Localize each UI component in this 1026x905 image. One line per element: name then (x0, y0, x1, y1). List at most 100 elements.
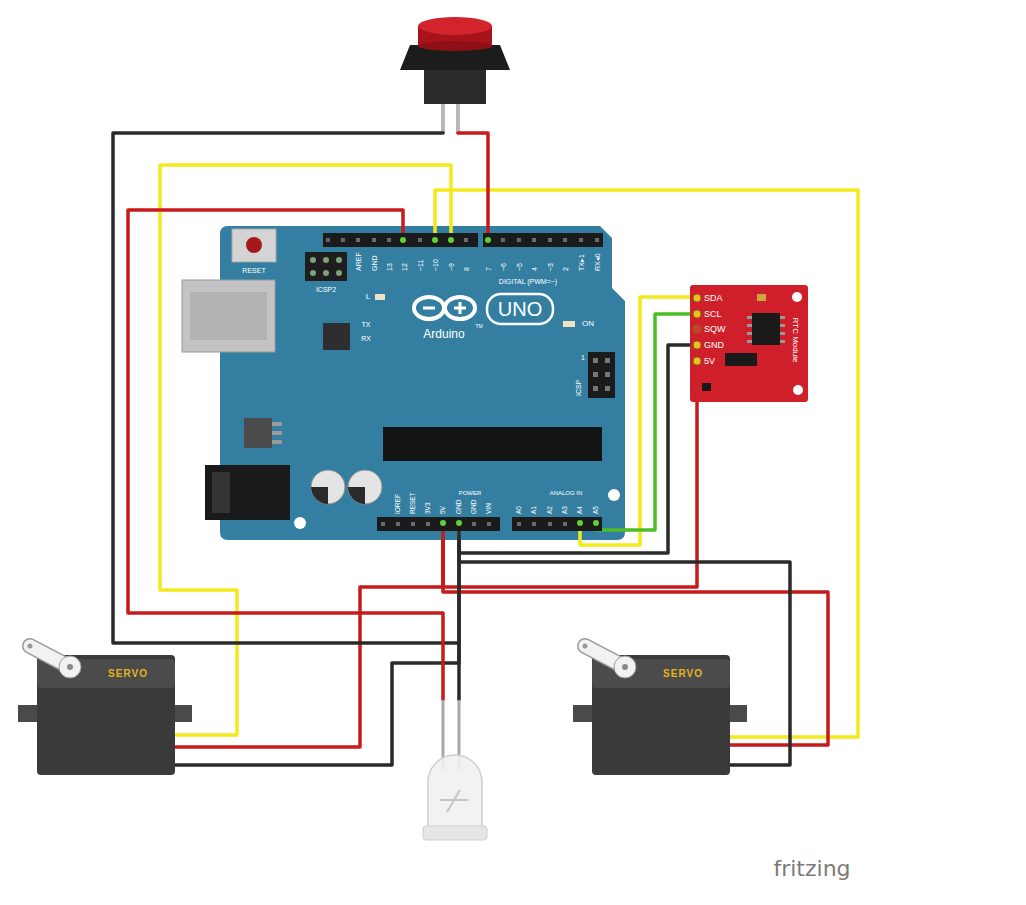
regulator-leg (272, 440, 282, 444)
power-jack-inner (212, 472, 230, 513)
servo-ear (730, 705, 747, 722)
header-pin (517, 522, 521, 526)
servo-ear (573, 705, 592, 722)
pin-label: GND (456, 500, 463, 514)
led-die (440, 790, 468, 812)
servo-hub (614, 656, 636, 678)
header-pin (323, 257, 329, 263)
led-label: TX (362, 321, 371, 328)
header-pin (532, 238, 536, 242)
pin-header (483, 233, 603, 247)
chip-leg (747, 332, 752, 335)
header-pin (341, 238, 345, 242)
solder-pad (757, 294, 766, 301)
header-pin (426, 522, 430, 526)
header-pin (310, 270, 316, 276)
module-pin (693, 325, 701, 333)
smd-led (375, 294, 385, 300)
pin-label: 5V (440, 506, 447, 514)
pin-label: A4 (577, 506, 584, 514)
pin-label: A1 (531, 506, 538, 514)
chip-leg (747, 324, 752, 327)
pin-label: ~3 (547, 263, 554, 271)
pin-end (593, 520, 599, 526)
pin-label: 8 (463, 267, 470, 271)
pin-end (400, 237, 406, 243)
header-pins (326, 238, 599, 526)
wire (457, 523, 461, 700)
chip-leg (780, 340, 785, 343)
chip-legs (747, 316, 785, 343)
module-pin (693, 357, 701, 365)
push-button (400, 17, 510, 134)
power-jack (205, 465, 290, 520)
rtc-details (693, 292, 803, 395)
header-pin (387, 238, 391, 242)
header-pin (336, 257, 342, 263)
header-pin (605, 358, 610, 363)
mount-hole (793, 385, 803, 395)
crystal (725, 353, 757, 366)
led-label: RX (361, 335, 371, 342)
chip-leg (780, 324, 785, 327)
header-pin (472, 522, 476, 526)
pin-end (440, 520, 446, 526)
led-label: ON (582, 320, 594, 328)
pin-label: GND (371, 255, 378, 271)
button-label: RESET (242, 267, 265, 274)
servo-horn-hole (28, 644, 33, 649)
pin-end (448, 237, 454, 243)
capacitor-mark (311, 487, 328, 504)
chip-leg (747, 316, 752, 319)
pin-end (456, 520, 462, 526)
logo-loop (414, 297, 444, 319)
servo-horn-hole (583, 644, 588, 649)
header-pin (381, 522, 385, 526)
pin-label: RX◂0 (594, 253, 601, 271)
icsp-header (305, 252, 347, 281)
mount-hole (294, 517, 306, 529)
module-pin (693, 341, 701, 349)
pin-label: 5V (704, 357, 715, 366)
header-label: ANALOG IN (550, 490, 583, 496)
header-pin (326, 238, 330, 242)
led (423, 700, 487, 840)
loose-wires (113, 133, 625, 700)
header-pin (593, 386, 598, 391)
header-label: ICSP2 (316, 286, 336, 293)
pin-end (577, 520, 583, 526)
capacitor (311, 470, 345, 504)
module-pin (693, 294, 701, 302)
header-pin (563, 238, 567, 242)
pin-end (485, 237, 491, 243)
pin-number: 1 (581, 354, 585, 361)
trademark-mark: TM (475, 324, 482, 329)
pin-label: 7 (485, 267, 492, 271)
button-cap-rim (418, 41, 492, 51)
regulator-leg (272, 422, 282, 426)
small-chip (323, 323, 350, 350)
header-pin (323, 270, 329, 276)
board-details (182, 229, 620, 531)
reset-switch (232, 229, 276, 262)
header-pin (532, 522, 536, 526)
header-label: DIGITAL (PWM=~) (499, 278, 557, 285)
pin-label: A0 (516, 506, 523, 514)
header-pin (336, 270, 342, 276)
capacitor-mark (348, 487, 365, 504)
pin-header (323, 233, 478, 247)
microcontroller (383, 427, 602, 461)
chip-leg (780, 332, 785, 335)
pin-label: A5 (593, 506, 600, 514)
pin-label: SQW (704, 325, 726, 334)
pin-end (432, 237, 438, 243)
servo-ear (18, 705, 37, 722)
logo-minus (423, 307, 435, 310)
rtc-chip (752, 313, 780, 345)
pin-label: 3V3 (425, 502, 432, 514)
pin-label: ~9 (448, 263, 455, 271)
pin-label: 13 (386, 263, 393, 271)
smd-part (702, 383, 711, 391)
servo-hub (59, 656, 81, 678)
